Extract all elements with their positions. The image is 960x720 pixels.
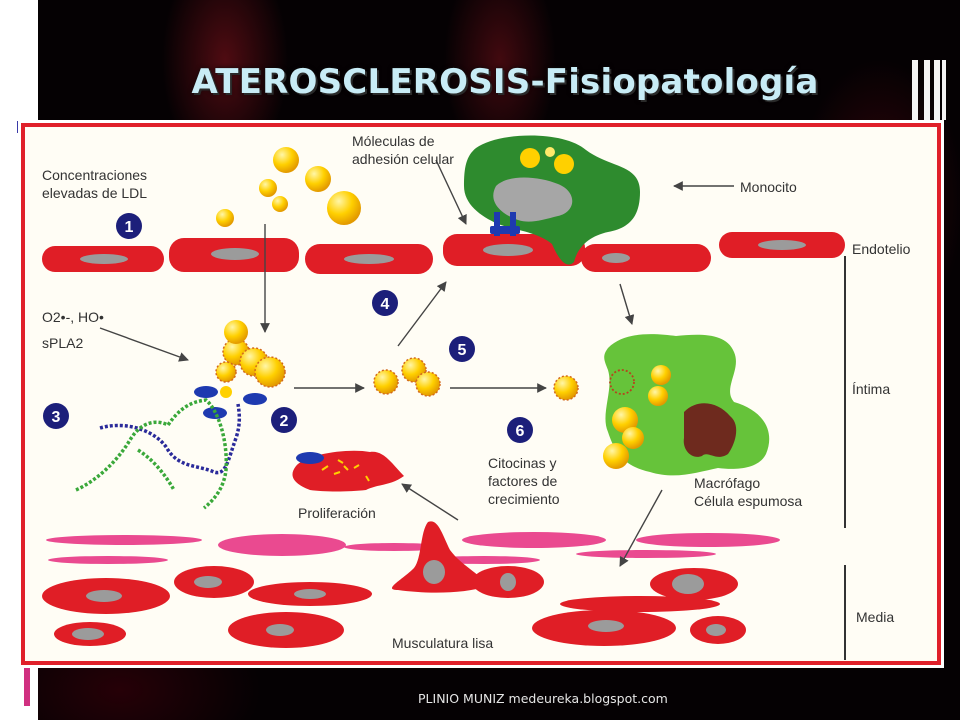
label-musculatura: Musculatura lisa xyxy=(392,635,493,651)
slide-footer: PLINIO MUNIZ medeureka.blogspot.com xyxy=(418,691,668,706)
step-badge-6: 6 xyxy=(507,417,533,443)
label-macrofago-1: Macrófago xyxy=(694,475,760,491)
step-badge-1: 1 xyxy=(116,213,142,239)
decorative-bars xyxy=(912,60,958,120)
label-ros-1: O2•-, HO• xyxy=(42,309,104,325)
monocyte-cell xyxy=(464,135,640,265)
smooth-muscle-cells xyxy=(42,521,780,648)
step-badge-5: 5 xyxy=(449,336,475,362)
label-citocinas-1: Citocinas y xyxy=(488,455,556,471)
step-badge-4: 4 xyxy=(372,290,398,316)
svg-text:2: 2 xyxy=(280,413,289,430)
endothelial-cells xyxy=(42,232,845,274)
adhesion-molecule xyxy=(490,226,520,234)
label-monocito: Monocito xyxy=(740,179,797,195)
oxidized-ldl-cluster xyxy=(194,320,286,419)
svg-text:4: 4 xyxy=(381,296,390,313)
label-proliferacion: Proliferación xyxy=(298,505,376,521)
adhesion-molecule xyxy=(494,212,500,236)
label-intima: Íntima xyxy=(852,381,890,397)
label-citocinas-2: factores de xyxy=(488,473,557,489)
label-citocinas-3: crecimiento xyxy=(488,491,560,507)
svg-text:3: 3 xyxy=(52,409,61,426)
label-adhesion-1: Móleculas de xyxy=(352,133,435,149)
label-media: Media xyxy=(856,609,894,625)
ldl-particles-lumen xyxy=(216,147,361,227)
atherosclerosis-diagram: 1 2 3 4 5 6 Concentraciones elevadas de … xyxy=(18,120,944,668)
label-adhesion-2: adhesión celular xyxy=(352,151,454,167)
label-ros-2: sPLA2 xyxy=(42,335,83,351)
label-macrofago-2: Célula espumosa xyxy=(694,493,802,509)
decorative-bar xyxy=(24,666,30,706)
proliferating-smooth-muscle-cell xyxy=(292,450,404,492)
label-ldl-2: elevadas de LDL xyxy=(42,185,147,201)
step-badge-3: 3 xyxy=(43,403,69,429)
macrophage-foam-cell xyxy=(603,334,770,476)
slide-title: ATEROSCLEROSIS-Fisiopatología xyxy=(191,62,819,102)
label-ldl-1: Concentraciones xyxy=(42,167,147,183)
label-endotelio: Endotelio xyxy=(852,241,911,257)
extracellular-matrix-fibers xyxy=(75,398,242,510)
svg-text:1: 1 xyxy=(125,219,134,236)
pathway-arrows xyxy=(99,159,734,567)
svg-text:5: 5 xyxy=(458,342,467,359)
step-badge-2: 2 xyxy=(271,407,297,433)
svg-text:6: 6 xyxy=(516,423,525,440)
adhesion-molecule xyxy=(510,212,516,236)
modified-ldl-particles xyxy=(373,357,579,401)
